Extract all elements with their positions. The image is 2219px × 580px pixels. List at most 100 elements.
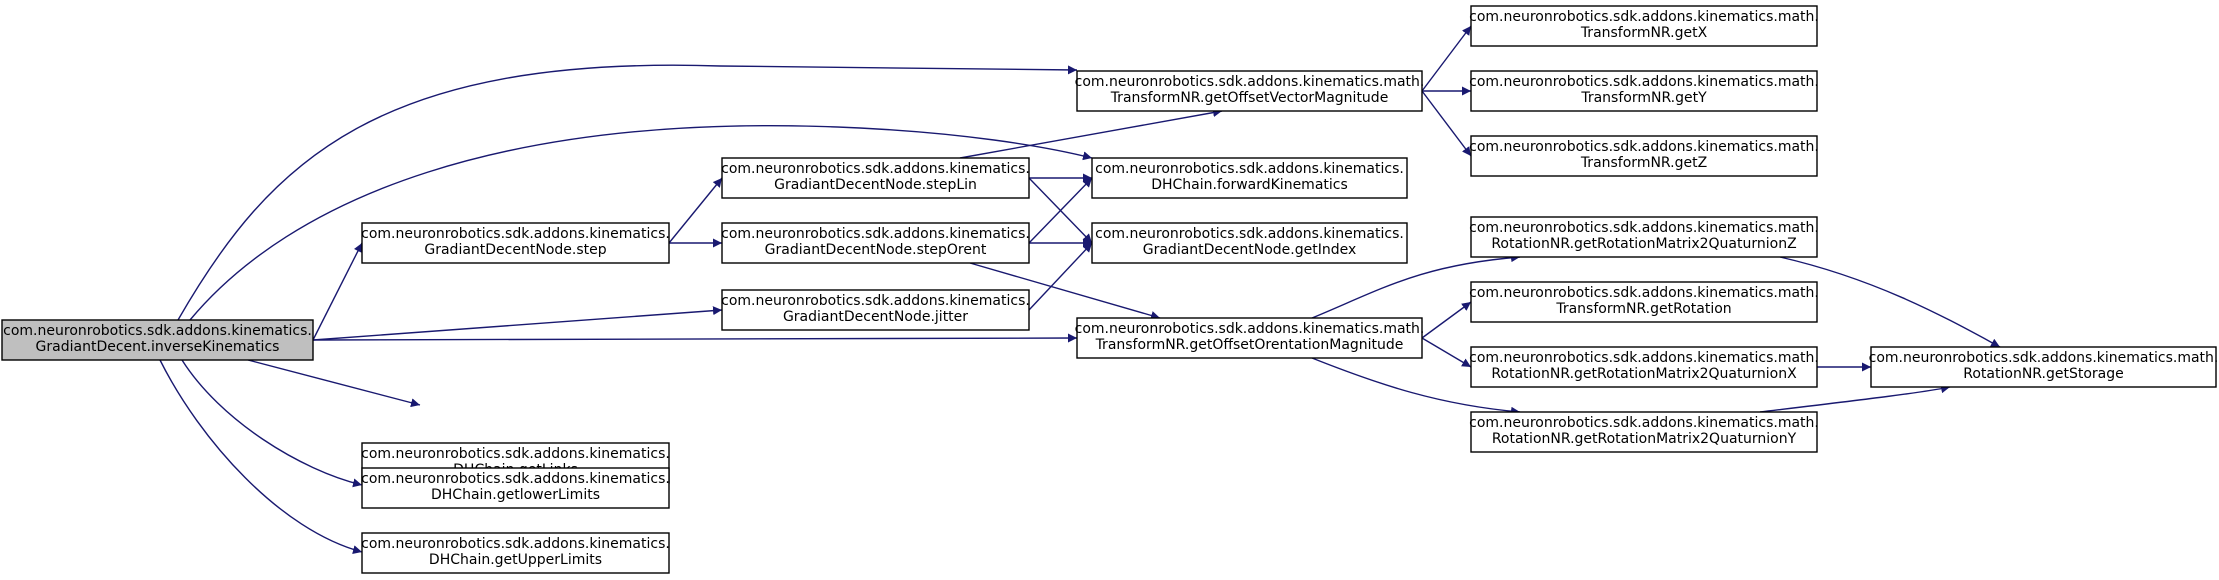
- node-box: [1091, 222, 1408, 264]
- node-label-line: com.neuronrobotics.sdk.addons.kinematics…: [1095, 226, 1404, 242]
- edges: [159, 25, 2001, 555]
- edge-inverse-kinematics-to-get-links: [247, 359, 421, 408]
- node-label-line: TransformNR.getOffsetOrentationMagnitude: [1095, 337, 1404, 353]
- node-box: [361, 467, 670, 509]
- edge-inverse-kinematics-to-getlower-limits: [181, 359, 363, 488]
- node-label-line: DHChain.getlowerLimits: [431, 487, 600, 503]
- node-label-line: com.neuronrobotics.sdk.addons.kinematics…: [1075, 74, 1425, 90]
- node-label-line: GradiantDecent.inverseKinematics: [36, 339, 280, 355]
- node-box: [361, 532, 670, 574]
- edge-step-lin-to-get-offset-vector-magnitude: [959, 108, 1223, 159]
- edge-get-offset-vector-magnitude-to-get-x: [1421, 25, 1472, 92]
- node-forward-kinematics[interactable]: com.neuronrobotics.sdk.addons.kinematics…: [1091, 157, 1408, 199]
- edge-step-orent-to-get-offset-orentation-magnitude: [969, 262, 1161, 320]
- node-box: [1470, 346, 1818, 388]
- node-label-line: com.neuronrobotics.sdk.addons.kinematics…: [1095, 161, 1404, 177]
- node-box: [1091, 157, 1408, 199]
- node-box: [721, 222, 1030, 264]
- node-label-line: RotationNR.getRotationMatrix2QuaturnionY: [1492, 431, 1797, 447]
- node-label-line: com.neuronrobotics.sdk.addons.kinematics…: [1469, 350, 1819, 366]
- node-get-upper-limits[interactable]: com.neuronrobotics.sdk.addons.kinematics…: [361, 532, 670, 574]
- node-label-line: com.neuronrobotics.sdk.addons.kinematics…: [721, 226, 1030, 242]
- node-label-line: com.neuronrobotics.sdk.addons.kinematics…: [3, 323, 312, 339]
- edge-inverse-kinematics-to-step: [312, 242, 363, 341]
- node-step[interactable]: com.neuronrobotics.sdk.addons.kinematics…: [361, 222, 670, 264]
- node-step-lin[interactable]: com.neuronrobotics.sdk.addons.kinematics…: [721, 157, 1030, 199]
- edge-step-to-step-lin: [668, 177, 723, 244]
- node-box: [1076, 317, 1423, 359]
- node-box: [1470, 411, 1818, 453]
- node-label-line: com.neuronrobotics.sdk.addons.kinematics…: [1469, 9, 1819, 25]
- node-getlower-limits[interactable]: com.neuronrobotics.sdk.addons.kinematics…: [361, 467, 670, 509]
- node-label-line: com.neuronrobotics.sdk.addons.kinematics…: [1869, 350, 2219, 366]
- node-inverse-kinematics[interactable]: com.neuronrobotics.sdk.addons.kinematics…: [1, 319, 314, 361]
- node-label-line: com.neuronrobotics.sdk.addons.kinematics…: [1469, 220, 1819, 236]
- node-label-line: TransformNR.getX: [1580, 25, 1708, 41]
- node-box: [361, 222, 670, 264]
- node-label-line: GradiantDecentNode.getIndex: [1143, 242, 1357, 258]
- edge-get-rotation-matrix2-quaturnion-z-to-get-storage: [1779, 256, 2001, 348]
- node-label-line: TransformNR.getZ: [1580, 155, 1707, 171]
- node-box: [1470, 216, 1818, 258]
- node-box: [721, 289, 1030, 331]
- node-box: [1076, 70, 1423, 112]
- node-label-line: com.neuronrobotics.sdk.addons.kinematics…: [1469, 415, 1819, 431]
- node-label-line: com.neuronrobotics.sdk.addons.kinematics…: [1075, 321, 1425, 337]
- node-label-line: com.neuronrobotics.sdk.addons.kinematics…: [1469, 74, 1819, 90]
- edge-get-offset-orentation-magnitude-to-get-rotation: [1421, 301, 1472, 339]
- node-label-line: GradiantDecentNode.stepLin: [774, 177, 977, 193]
- node-label-line: GradiantDecentNode.step: [424, 242, 606, 258]
- node-label-line: com.neuronrobotics.sdk.addons.kinematics…: [1469, 285, 1819, 301]
- node-get-rotation-matrix2-quaturnion-y[interactable]: com.neuronrobotics.sdk.addons.kinematics…: [1469, 411, 1819, 453]
- edge-step-orent-to-forward-kinematics: [1028, 177, 1093, 244]
- node-box: [1, 319, 314, 361]
- edge-get-offset-orentation-magnitude-to-get-rotation-matrix2-quaturnion-x: [1421, 337, 1472, 368]
- node-get-rotation[interactable]: com.neuronrobotics.sdk.addons.kinematics…: [1469, 281, 1819, 323]
- node-label-line: DHChain.forwardKinematics: [1151, 177, 1348, 193]
- edge-inverse-kinematics-to-jitter: [312, 306, 723, 341]
- node-get-y[interactable]: com.neuronrobotics.sdk.addons.kinematics…: [1469, 70, 1819, 112]
- edge-inverse-kinematics-to-get-offset-vector-magnitude: [177, 64, 1078, 321]
- node-box: [1470, 135, 1818, 177]
- node-get-storage[interactable]: com.neuronrobotics.sdk.addons.kinematics…: [1869, 346, 2219, 388]
- node-get-offset-vector-magnitude[interactable]: com.neuronrobotics.sdk.addons.kinematics…: [1075, 70, 1425, 112]
- node-get-rotation-matrix2-quaturnion-x[interactable]: com.neuronrobotics.sdk.addons.kinematics…: [1469, 346, 1819, 388]
- node-step-orent[interactable]: com.neuronrobotics.sdk.addons.kinematics…: [721, 222, 1030, 264]
- node-label-line: RotationNR.getRotationMatrix2QuaturnionX: [1491, 366, 1797, 382]
- node-label-line: com.neuronrobotics.sdk.addons.kinematics…: [361, 226, 670, 242]
- node-label-line: RotationNR.getRotationMatrix2QuaturnionZ: [1491, 236, 1796, 252]
- node-label-line: GradiantDecentNode.stepOrent: [765, 242, 987, 258]
- edge-inverse-kinematics-to-get-offset-orentation-magnitude: [312, 333, 1078, 343]
- node-box: [1470, 5, 1818, 47]
- node-label-line: TransformNR.getOffsetVectorMagnitude: [1110, 90, 1389, 106]
- node-label-line: RotationNR.getStorage: [1963, 366, 2123, 382]
- node-jitter[interactable]: com.neuronrobotics.sdk.addons.kinematics…: [721, 289, 1030, 331]
- node-box: [1870, 346, 2217, 388]
- node-label-line: GradiantDecentNode.jitter: [783, 309, 968, 325]
- edge-get-rotation-matrix2-quaturnion-y-to-get-storage: [1759, 384, 1951, 413]
- node-label-line: DHChain.getUpperLimits: [429, 552, 602, 568]
- node-get-x[interactable]: com.neuronrobotics.sdk.addons.kinematics…: [1469, 5, 1819, 47]
- node-label-line: com.neuronrobotics.sdk.addons.kinematics…: [361, 536, 670, 552]
- node-get-rotation-matrix2-quaturnion-z[interactable]: com.neuronrobotics.sdk.addons.kinematics…: [1469, 216, 1819, 258]
- node-label-line: TransformNR.getRotation: [1555, 301, 1731, 317]
- node-get-offset-orentation-magnitude[interactable]: com.neuronrobotics.sdk.addons.kinematics…: [1075, 317, 1425, 359]
- node-label-line: com.neuronrobotics.sdk.addons.kinematics…: [361, 471, 670, 487]
- node-label-line: com.neuronrobotics.sdk.addons.kinematics…: [721, 293, 1030, 309]
- node-label-line: com.neuronrobotics.sdk.addons.kinematics…: [361, 446, 670, 462]
- node-box: [1470, 281, 1818, 323]
- edge-inverse-kinematics-to-forward-kinematics: [189, 125, 1093, 321]
- nodes: com.neuronrobotics.sdk.addons.kinematics…: [1, 5, 2219, 574]
- node-get-index[interactable]: com.neuronrobotics.sdk.addons.kinematics…: [1091, 222, 1408, 264]
- node-label-line: com.neuronrobotics.sdk.addons.kinematics…: [1469, 139, 1819, 155]
- edge-jitter-to-get-index: [1028, 242, 1093, 311]
- node-get-z[interactable]: com.neuronrobotics.sdk.addons.kinematics…: [1469, 135, 1819, 177]
- node-box: [721, 157, 1030, 199]
- edge-inverse-kinematics-to-get-upper-limits: [159, 359, 363, 555]
- node-label-line: TransformNR.getY: [1580, 90, 1707, 106]
- edge-get-offset-orentation-magnitude-to-get-rotation-matrix2-quaturnion-z: [1311, 253, 1521, 319]
- edge-get-offset-orentation-magnitude-to-get-rotation-matrix2-quaturnion-y: [1311, 357, 1521, 416]
- node-label-line: com.neuronrobotics.sdk.addons.kinematics…: [721, 161, 1030, 177]
- node-box: [1470, 70, 1818, 112]
